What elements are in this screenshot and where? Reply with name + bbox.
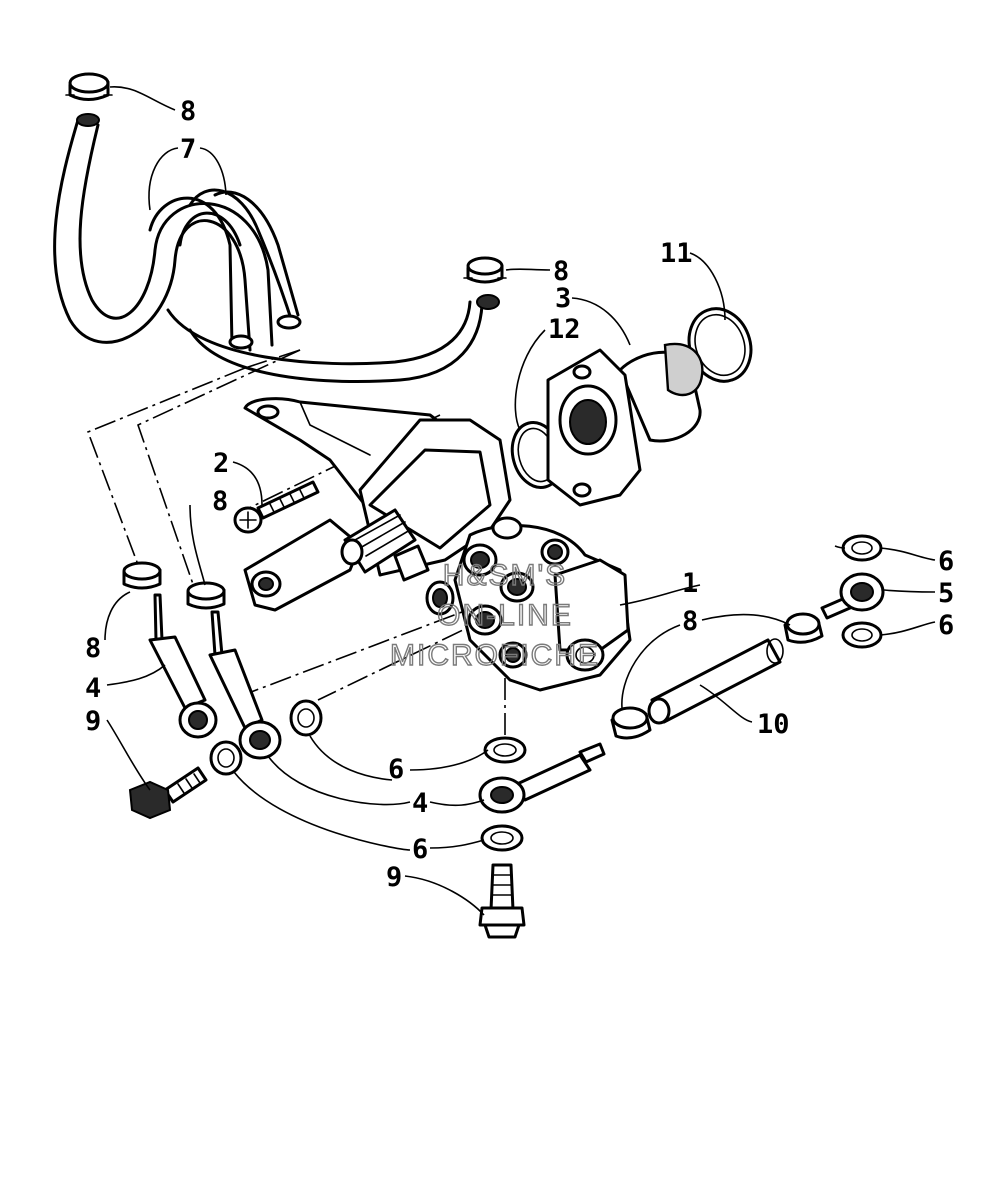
callout-10: 10 xyxy=(757,709,790,740)
callout-2: 2 xyxy=(213,448,229,479)
washer-center-upper xyxy=(483,736,527,764)
banjo-fitting-left-a xyxy=(148,593,218,739)
control-lever xyxy=(243,508,430,612)
callout-8-right: 8 xyxy=(682,606,698,637)
callout-8-left-lower: 8 xyxy=(85,633,101,664)
watermark: H&SM'S ON-LINE MICROFICHE xyxy=(389,558,600,672)
watermark-line-3: MICROFICHE xyxy=(390,639,600,672)
hose-clamp-left-1 xyxy=(122,561,162,590)
banjo-fitting-center xyxy=(478,742,606,814)
hose-clamp-center xyxy=(610,706,652,740)
banjo-fitting-left-b xyxy=(208,610,282,760)
callout-8-left-upper: 8 xyxy=(212,486,228,517)
banjo-fitting-right xyxy=(820,572,885,620)
callout-6-center-lower: 6 xyxy=(412,834,428,865)
washer-right-lower xyxy=(841,621,883,649)
washer-right-upper xyxy=(841,534,883,562)
callout-5: 5 xyxy=(938,578,954,609)
hose-clamp-right xyxy=(783,612,824,644)
callout-7: 7 xyxy=(180,134,196,165)
banjo-bolt-left xyxy=(128,766,208,820)
callout-6-center-upper: 6 xyxy=(388,754,404,785)
washer-center-lower xyxy=(480,824,524,852)
banjo-bolt-center xyxy=(478,863,526,939)
watermark-line-2: ON-LINE xyxy=(437,599,573,632)
callout-8-top-middle: 8 xyxy=(553,256,569,287)
washer-left xyxy=(209,740,243,776)
callout-9-left: 9 xyxy=(85,706,101,737)
callout-6-right-upper: 6 xyxy=(938,546,954,577)
callout-11: 11 xyxy=(660,238,693,269)
callout-1: 1 xyxy=(682,568,698,599)
fuel-hose-assembly xyxy=(53,113,500,384)
callout-4-center: 4 xyxy=(412,788,428,819)
hose-10 xyxy=(647,638,784,725)
callout-6-right-lower: 6 xyxy=(938,610,954,641)
callout-labels: 8 7 8 11 3 12 2 8 6 1 5 8 6 8 4 9 10 6 4… xyxy=(85,96,954,893)
callout-3: 3 xyxy=(555,283,571,314)
washer-center-left xyxy=(289,699,323,737)
hose-clamp-left-2 xyxy=(186,581,226,610)
watermark-line-1: H&SM'S xyxy=(443,559,567,592)
pump-drive-flange xyxy=(546,342,704,507)
o-ring-11 xyxy=(687,307,753,383)
callout-4-left: 4 xyxy=(85,673,101,704)
hose-clamp-top-middle xyxy=(463,256,507,284)
callout-12: 12 xyxy=(548,314,581,345)
screw-2 xyxy=(233,480,320,534)
hose-clamp-top-left xyxy=(65,72,113,101)
leader-lines xyxy=(104,86,936,916)
callout-8-top-left: 8 xyxy=(180,96,196,127)
callout-9-center: 9 xyxy=(386,862,402,893)
